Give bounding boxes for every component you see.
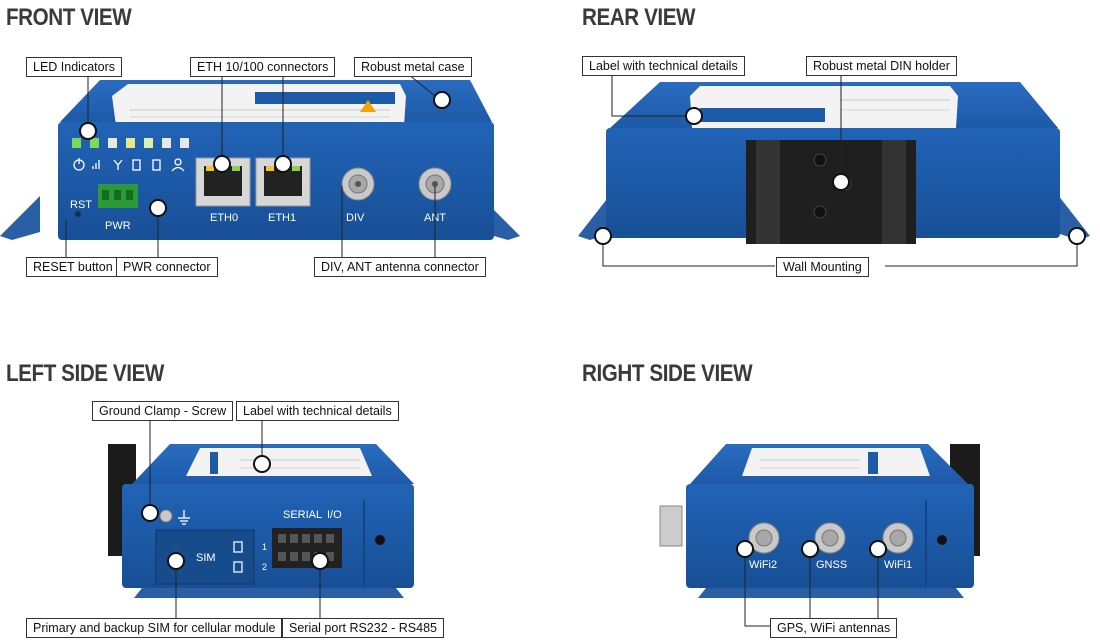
front-view-device	[0, 80, 520, 240]
callout-sim: Primary and backup SIM for cellular modu…	[26, 618, 283, 638]
serial-label: SERIAL	[283, 509, 322, 521]
callout-ground-clamp: Ground Clamp - Screw	[92, 401, 234, 421]
callout-eth-connectors: ETH 10/100 connectors	[190, 57, 336, 77]
rear-right-flange	[1054, 190, 1090, 240]
side-antenna-stub	[659, 505, 683, 547]
ground-symbol	[178, 510, 190, 525]
led-icons	[73, 158, 185, 172]
callout-wall-mounting: Wall Mounting	[776, 257, 869, 277]
right-antenna-connectors	[748, 522, 914, 554]
callout-robust-case: Robust metal case	[354, 57, 472, 77]
front-view-title: FRONT VIEW	[6, 4, 132, 31]
front-label-stripe	[255, 92, 395, 104]
callout-led-indicators: LED Indicators	[26, 57, 122, 77]
antenna-connectors	[341, 167, 452, 201]
sim-label: SIM	[196, 552, 216, 564]
rst-label: RST	[70, 199, 92, 211]
left-side-view-title: LEFT SIDE VIEW	[6, 360, 164, 387]
right-side-device	[659, 444, 980, 598]
callout-reset-button: RESET button	[26, 257, 120, 277]
callout-pwr-connector: PWR connector	[116, 257, 218, 277]
right-side-view-title: RIGHT SIDE VIEW	[582, 360, 753, 387]
callout-rear-label: Label with technical details	[582, 56, 745, 76]
rear-view-device	[578, 82, 1090, 244]
eth-ports	[195, 157, 311, 207]
callout-left-label: Label with technical details	[236, 401, 399, 421]
io-label: I/O	[327, 509, 342, 521]
left-top-label	[186, 448, 372, 476]
eth1-label: ETH1	[268, 212, 296, 224]
callout-serial-port: Serial port RS232 - RS485	[282, 618, 444, 638]
callout-gps-wifi: GPS, WiFi antennas	[770, 618, 898, 638]
ground-screw	[159, 509, 173, 523]
leader-lines	[65, 70, 1078, 627]
rear-view-title: REAR VIEW	[582, 4, 696, 31]
front-left-flange	[0, 196, 40, 240]
front-top-label	[112, 84, 406, 126]
wifi2-label: WiFi2	[749, 559, 777, 571]
callout-antenna-connector: DIV, ANT antenna connector	[314, 257, 486, 277]
gnss-label: GNSS	[816, 559, 847, 571]
eth0-label: ETH0	[210, 212, 238, 224]
port-2-label: 2	[262, 562, 267, 572]
pwr-label: PWR	[105, 220, 131, 232]
led-row	[72, 138, 189, 148]
port-1-label: 1	[262, 542, 267, 552]
reset-hole	[75, 211, 81, 217]
callout-dots	[79, 91, 1086, 570]
right-top-label	[742, 448, 930, 476]
left-side-device	[108, 444, 414, 598]
wifi1-label: WiFi1	[884, 559, 912, 571]
callout-din-holder: Robust metal DIN holder	[806, 56, 957, 76]
div-label: DIV	[346, 212, 365, 224]
